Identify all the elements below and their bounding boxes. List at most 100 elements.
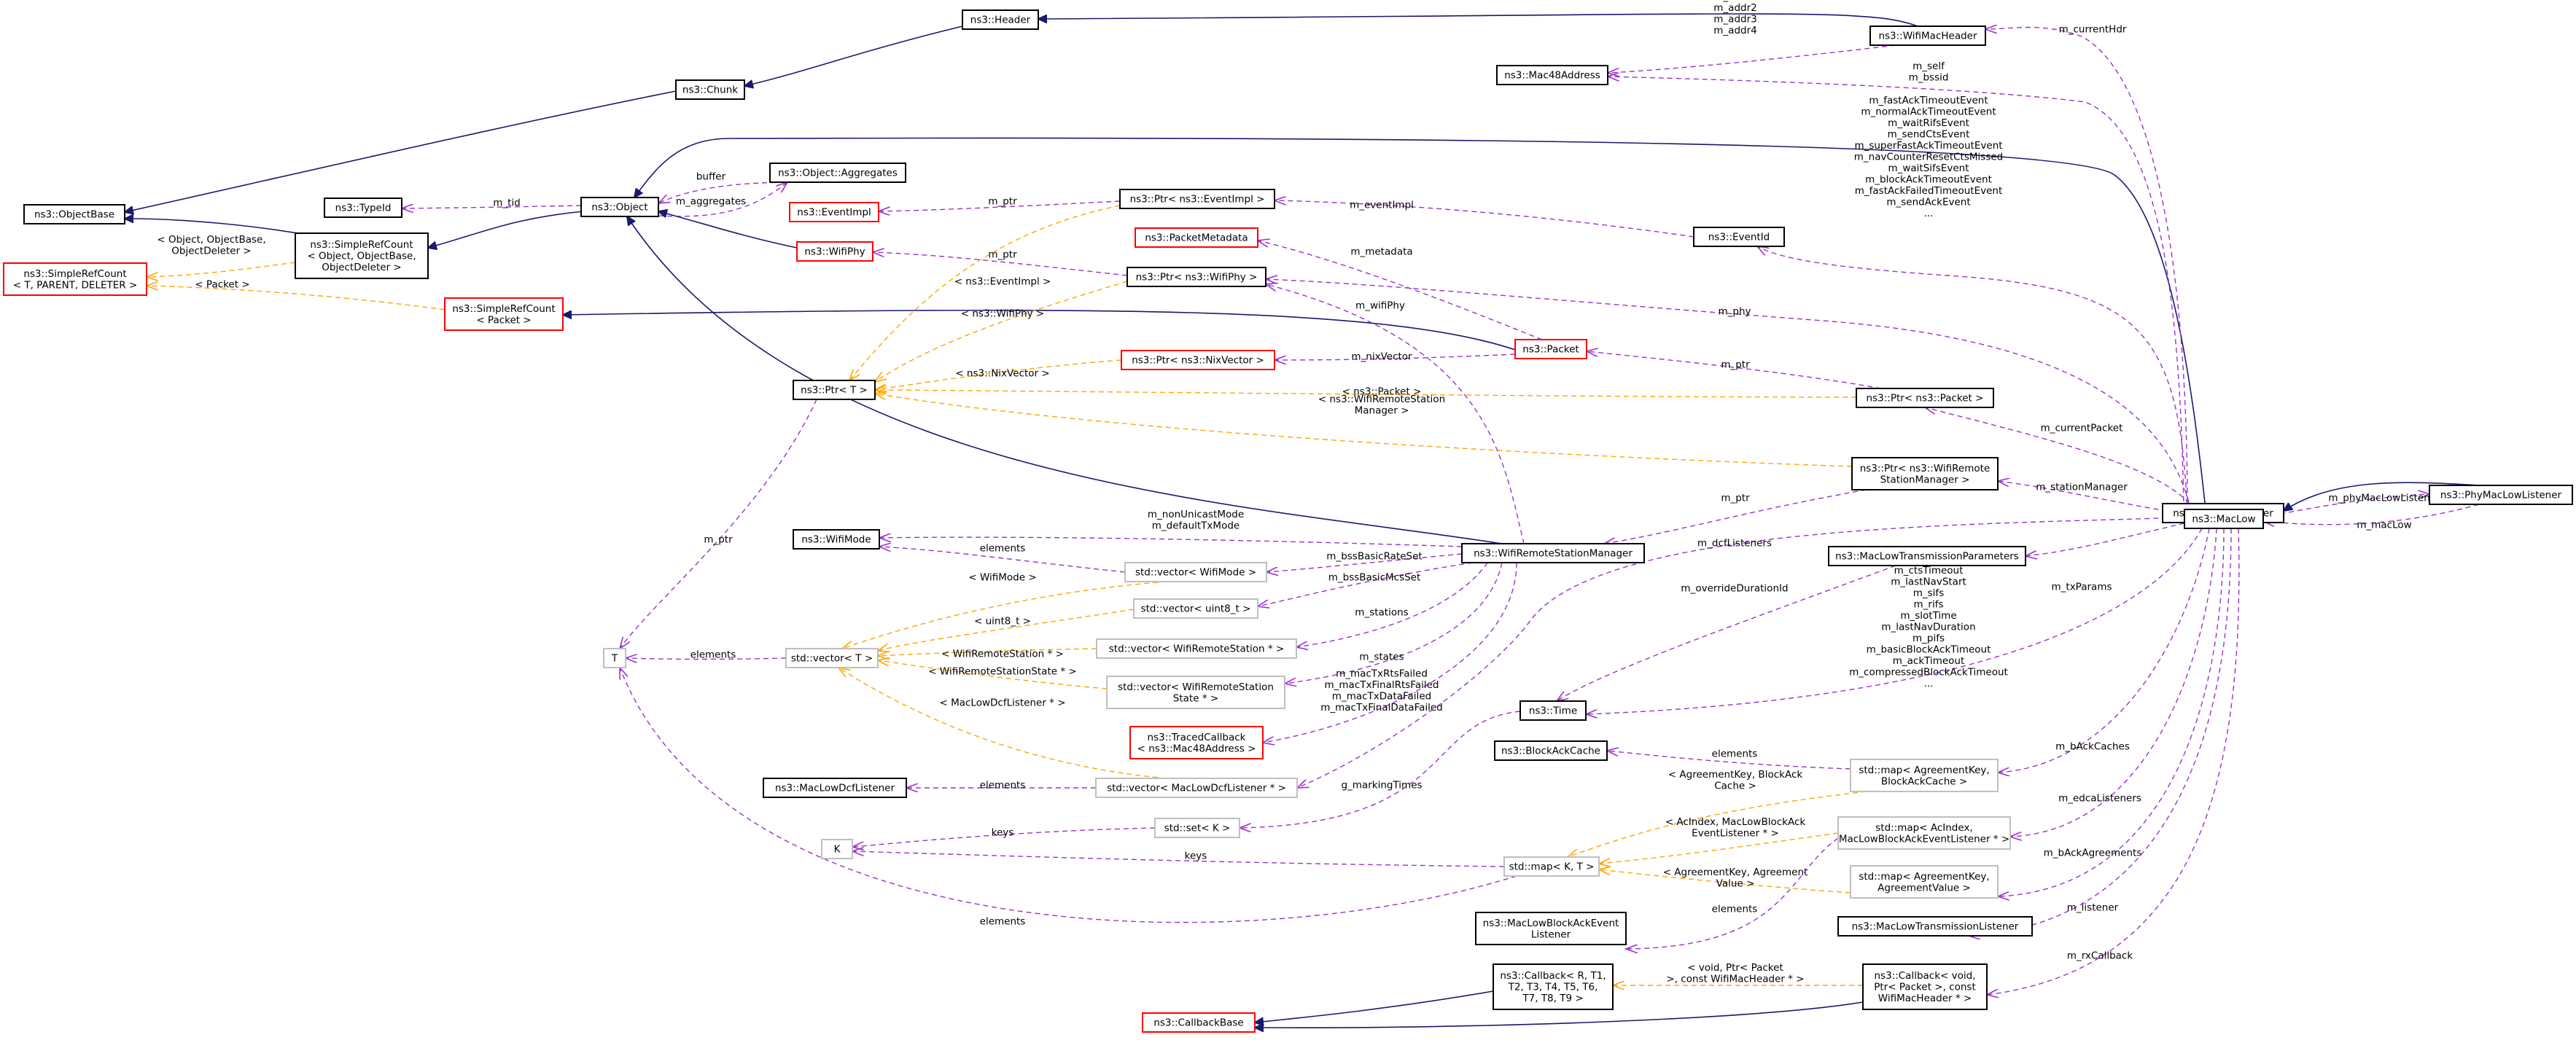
class-node-T[interactable]: T <box>603 648 626 668</box>
class-node-PhyMacLowListener[interactable]: ns3::PhyMacLowListener <box>2429 485 2573 505</box>
node-box[interactable] <box>1135 227 1258 248</box>
node-box[interactable] <box>2429 485 2573 505</box>
class-node-MapACIndex[interactable]: std::map< AcIndex,MacLowBlockAckEventLis… <box>1837 816 2011 850</box>
class-node-TracedCallback[interactable]: ns3::TracedCallback< ns3::Mac48Address > <box>1129 726 1264 759</box>
node-box[interactable] <box>1129 726 1264 759</box>
class-node-MapAV[interactable]: std::map< AgreementKey,AgreementValue > <box>1850 865 1999 899</box>
class-node-WifiPhy[interactable]: ns3::WifiPhy <box>796 241 873 262</box>
node-box[interactable] <box>1119 189 1275 209</box>
node-box[interactable] <box>1475 912 1627 945</box>
class-node-TypeId[interactable]: ns3::TypeId <box>324 198 402 218</box>
node-box[interactable] <box>793 529 880 550</box>
class-node-Mac48Address[interactable]: ns3::Mac48Address <box>1496 65 1608 85</box>
node-box[interactable] <box>1496 65 1608 85</box>
node-label: ns3::Chunk <box>682 85 738 96</box>
class-node-Aggregates[interactable]: ns3::Object::Aggregates <box>769 163 906 183</box>
node-box[interactable] <box>1693 227 1785 247</box>
class-node-MLTL[interactable]: ns3::MacLowTransmissionListener <box>1837 916 2033 937</box>
class-node-SRCObject[interactable]: ns3::SimpleRefCount< Object, ObjectBase,… <box>295 232 429 279</box>
node-box[interactable] <box>1503 856 1600 877</box>
node-box[interactable] <box>1133 598 1258 619</box>
class-node-CallbackBase[interactable]: ns3::CallbackBase <box>1142 1012 1256 1033</box>
node-box[interactable] <box>1494 740 1608 761</box>
node-box[interactable] <box>1519 700 1587 721</box>
node-box[interactable] <box>324 198 402 218</box>
node-box[interactable] <box>821 839 853 859</box>
class-node-MacLowDcfListener[interactable]: ns3::MacLowDcfListener <box>763 778 907 798</box>
node-box[interactable] <box>796 241 873 262</box>
class-node-SRCT[interactable]: ns3::SimpleRefCount< T, PARENT, DELETER … <box>3 262 147 296</box>
node-box[interactable] <box>1124 562 1267 582</box>
class-node-Chunk[interactable]: ns3::Chunk <box>675 79 745 100</box>
class-node-VecMLDL[interactable]: std::vector< MacLowDcfListener * > <box>1095 778 1298 798</box>
node-box[interactable] <box>603 648 626 668</box>
node-box[interactable] <box>763 778 907 798</box>
node-box[interactable] <box>1851 457 1999 490</box>
node-box[interactable] <box>1514 339 1587 359</box>
class-node-WifiMacHeader[interactable]: ns3::WifiMacHeader <box>1869 26 1986 46</box>
class-node-PacketMetadata[interactable]: ns3::PacketMetadata <box>1135 227 1258 248</box>
class-node-MapKT[interactable]: std::map< K, T > <box>1503 856 1600 877</box>
node-box[interactable] <box>1096 638 1297 659</box>
class-node-SRCPacket[interactable]: ns3::SimpleRefCount< Packet > <box>444 297 564 331</box>
node-box[interactable] <box>1121 350 1275 370</box>
node-box[interactable] <box>1461 543 1645 563</box>
class-node-MacLow[interactable]: ns3::MacLow <box>2184 509 2264 529</box>
node-box[interactable] <box>1850 865 1999 899</box>
node-box[interactable] <box>785 648 879 668</box>
class-node-MapBAC[interactable]: std::map< AgreementKey,BlockAckCache > <box>1850 759 1999 792</box>
class-node-MLBAEL[interactable]: ns3::MacLowBlockAckEventListener <box>1475 912 1627 945</box>
node-box[interactable] <box>1856 388 1994 408</box>
class-node-SetK[interactable]: std::set< K > <box>1154 818 1240 838</box>
node-box[interactable] <box>1154 818 1240 838</box>
class-node-VecWRS[interactable]: std::vector< WifiRemoteStation * > <box>1096 638 1297 659</box>
node-box[interactable] <box>444 297 564 331</box>
class-node-PtrWRSM[interactable]: ns3::Ptr< ns3::WifiRemoteStationManager … <box>1851 457 1999 490</box>
class-node-Object[interactable]: ns3::Object <box>580 197 659 217</box>
class-node-PtrPacket[interactable]: ns3::Ptr< ns3::Packet > <box>1856 388 1994 408</box>
node-box[interactable] <box>1850 759 1999 792</box>
node-box[interactable] <box>1837 816 2011 850</box>
class-node-WifiMode[interactable]: ns3::WifiMode <box>793 529 880 550</box>
class-node-MLTP[interactable]: ns3::MacLowTransmissionParameters <box>1828 546 2026 566</box>
class-node-Header[interactable]: ns3::Header <box>962 9 1039 30</box>
class-node-EventImpl[interactable]: ns3::EventImpl <box>789 202 879 222</box>
node-box[interactable] <box>1095 778 1298 798</box>
node-box[interactable] <box>1493 963 1614 1010</box>
class-node-Packet[interactable]: ns3::Packet <box>1514 339 1587 359</box>
node-box[interactable] <box>23 204 125 224</box>
node-box[interactable] <box>675 79 745 100</box>
node-box[interactable] <box>1837 916 2033 937</box>
node-box[interactable] <box>1106 676 1285 709</box>
class-node-K[interactable]: K <box>821 839 853 859</box>
node-box[interactable] <box>1142 1012 1256 1033</box>
class-node-VecT[interactable]: std::vector< T > <box>785 648 879 668</box>
node-box[interactable] <box>2184 509 2264 529</box>
class-node-PtrEventImpl[interactable]: ns3::Ptr< ns3::EventImpl > <box>1119 189 1275 209</box>
class-node-EventId[interactable]: ns3::EventId <box>1693 227 1785 247</box>
class-node-CallbackVoid[interactable]: ns3::Callback< void,Ptr< Packet >, const… <box>1862 963 1988 1010</box>
class-node-WRSM[interactable]: ns3::WifiRemoteStationManager <box>1461 543 1645 563</box>
node-box[interactable] <box>769 163 906 183</box>
class-node-BlockAckCache[interactable]: ns3::BlockAckCache <box>1494 740 1608 761</box>
edge-line <box>1925 407 2195 511</box>
class-node-PtrT[interactable]: ns3::Ptr< T > <box>793 380 876 400</box>
class-node-ObjectBase[interactable]: ns3::ObjectBase <box>23 204 125 224</box>
node-box[interactable] <box>580 197 659 217</box>
node-box[interactable] <box>962 9 1039 30</box>
node-box[interactable] <box>1828 546 2026 566</box>
node-box[interactable] <box>1862 963 1988 1010</box>
class-node-PtrWifiPhy[interactable]: ns3::Ptr< ns3::WifiPhy > <box>1126 267 1266 287</box>
class-node-CallbackRT[interactable]: ns3::Callback< R, T1,T2, T3, T4, T5, T6,… <box>1493 963 1614 1010</box>
node-box[interactable] <box>1869 26 1986 46</box>
class-node-Time[interactable]: ns3::Time <box>1519 700 1587 721</box>
node-box[interactable] <box>789 202 879 222</box>
class-node-PtrNixVector[interactable]: ns3::Ptr< ns3::NixVector > <box>1121 350 1275 370</box>
class-node-VecWifiMode[interactable]: std::vector< WifiMode > <box>1124 562 1267 582</box>
node-box[interactable] <box>1126 267 1266 287</box>
class-node-VecUint8[interactable]: std::vector< uint8_t > <box>1133 598 1258 619</box>
node-box[interactable] <box>295 232 429 279</box>
node-box[interactable] <box>793 380 876 400</box>
class-node-VecWRSS[interactable]: std::vector< WifiRemoteStationState * > <box>1106 676 1285 709</box>
node-box[interactable] <box>3 262 147 296</box>
